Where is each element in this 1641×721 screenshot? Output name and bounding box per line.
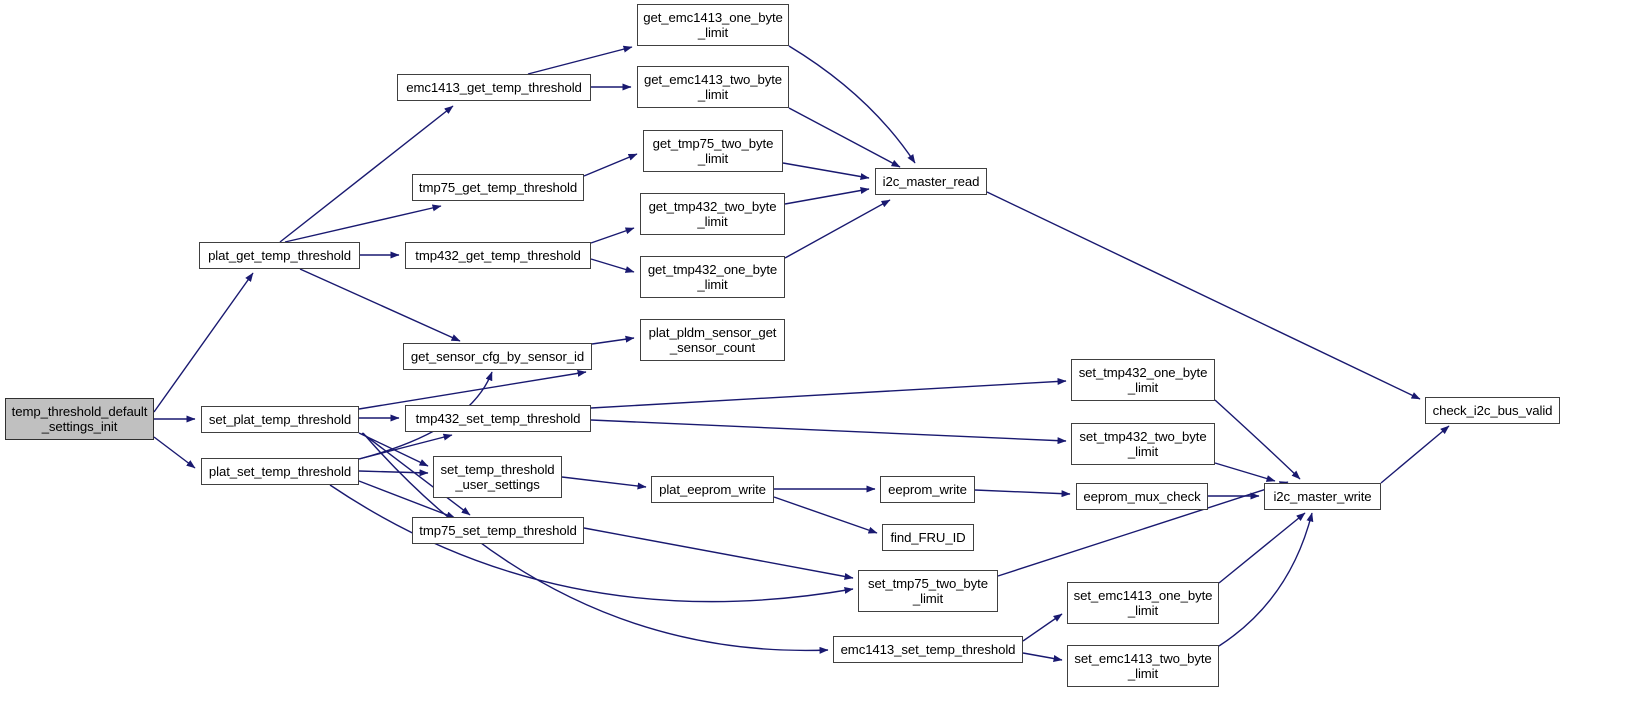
node-get_emc1413_two_byte_limit[interactable]: get_emc1413_two_byte _limit — [637, 66, 789, 108]
node-tmp75_get_temp_threshold[interactable]: tmp75_get_temp_threshold — [412, 174, 584, 201]
edge-emc1413_get_temp_threshold--to--get_emc1413_one_byte_limit — [527, 45, 633, 75]
edge-tmp432_get_temp_threshold--to--get_tmp432_two_byte_limit — [590, 227, 635, 244]
node-plat_get_temp_threshold[interactable]: plat_get_temp_threshold — [199, 242, 360, 269]
node-get_tmp75_two_byte_limit[interactable]: get_tmp75_two_byte _limit — [643, 130, 783, 172]
edge-tmp75_set_temp_threshold--to--set_tmp75_two_byte_limit — [583, 527, 854, 580]
edge-tmp432_get_temp_threshold--to--get_tmp432_one_byte_limit — [590, 258, 635, 273]
node-eeprom_mux_check[interactable]: eeprom_mux_check — [1076, 483, 1208, 510]
node-set_emc1413_two_byte_limit[interactable]: set_emc1413_two_byte _limit — [1067, 645, 1219, 687]
edge-tmp432_set_temp_threshold--to--set_tmp432_one_byte_limit — [590, 377, 1067, 409]
node-get_sensor_cfg_by_sensor_id[interactable]: get_sensor_cfg_by_sensor_id — [403, 343, 592, 370]
edge-set_plat_temp_threshold--to--set_temp_threshold_user_settings — [358, 432, 429, 467]
node-eeprom_write[interactable]: eeprom_write — [880, 476, 975, 503]
edge-temp_threshold_default_settings_init--to--plat_set_temp_threshold — [153, 436, 196, 469]
edge-get_tmp75_two_byte_limit--to--i2c_master_read — [782, 162, 870, 180]
node-i2c_master_write[interactable]: i2c_master_write — [1264, 483, 1381, 510]
node-get_tmp432_one_byte_limit[interactable]: get_tmp432_one_byte _limit — [640, 256, 785, 298]
node-tmp432_set_temp_threshold[interactable]: tmp432_set_temp_threshold — [405, 405, 591, 432]
node-tmp75_set_temp_threshold[interactable]: tmp75_set_temp_threshold — [412, 517, 584, 544]
node-set_tmp432_one_byte_limit[interactable]: set_tmp432_one_byte _limit — [1071, 359, 1215, 401]
edge-set_tmp432_one_byte_limit--to--i2c_master_write — [1214, 399, 1301, 480]
edge-i2c_master_write--to--check_i2c_bus_valid — [1380, 425, 1450, 484]
edge-plat_eeprom_write--to--find_FRU_ID — [773, 496, 878, 534]
edge-set_emc1413_one_byte_limit--to--i2c_master_write — [1218, 512, 1306, 584]
edge-set_plat_temp_threshold--to--get_sensor_cfg_by_sensor_id — [358, 369, 587, 410]
edge-set_temp_threshold_user_settings--to--plat_eeprom_write — [561, 476, 647, 490]
edge-plat_get_temp_threshold--to--tmp75_get_temp_threshold — [284, 204, 442, 243]
node-check_i2c_bus_valid[interactable]: check_i2c_bus_valid — [1425, 397, 1560, 424]
edge-set_tmp432_two_byte_limit--to--i2c_master_write — [1214, 462, 1276, 482]
edge-eeprom_write--to--eeprom_mux_check — [974, 489, 1071, 498]
edge-tmp75_get_temp_threshold--to--get_tmp75_two_byte_limit — [583, 153, 638, 177]
edge-plat_set_temp_threshold--to--set_temp_threshold_user_settings — [358, 469, 429, 477]
node-set_temp_threshold_user_settings[interactable]: set_temp_threshold _user_settings — [433, 456, 562, 498]
edge-get_sensor_cfg_by_sensor_id--to--plat_pldm_sensor_get_sensor_count — [591, 335, 635, 345]
node-get_tmp432_two_byte_limit[interactable]: get_tmp432_two_byte _limit — [640, 193, 785, 235]
edge-set_emc1413_two_byte_limit--to--i2c_master_write — [1218, 512, 1314, 647]
edge-get_tmp432_one_byte_limit--to--i2c_master_read — [784, 199, 891, 259]
node-plat_set_temp_threshold[interactable]: plat_set_temp_threshold — [201, 458, 359, 485]
node-temp_threshold_default_settings_init[interactable]: temp_threshold_default _settings_init — [5, 398, 154, 440]
node-plat_pldm_sensor_get_sensor_count[interactable]: plat_pldm_sensor_get _sensor_count — [640, 319, 785, 361]
edge-temp_threshold_default_settings_init--to--plat_get_temp_threshold — [153, 272, 254, 413]
edges-group — [153, 45, 1450, 662]
node-i2c_master_read[interactable]: i2c_master_read — [875, 168, 987, 195]
node-set_plat_temp_threshold[interactable]: set_plat_temp_threshold — [201, 406, 359, 433]
node-emc1413_get_temp_threshold[interactable]: emc1413_get_temp_threshold — [397, 74, 591, 101]
edge-get_emc1413_one_byte_limit--to--i2c_master_read — [788, 45, 916, 164]
edge-tmp432_set_temp_threshold--to--set_tmp432_two_byte_limit — [590, 419, 1067, 445]
node-set_emc1413_one_byte_limit[interactable]: set_emc1413_one_byte _limit — [1067, 582, 1219, 624]
edge-emc1413_set_temp_threshold--to--set_emc1413_one_byte_limit — [1022, 613, 1063, 642]
edge-get_tmp432_two_byte_limit--to--i2c_master_read — [784, 187, 870, 205]
edge-plat_get_temp_threshold--to--get_sensor_cfg_by_sensor_id — [299, 268, 461, 342]
node-tmp432_get_temp_threshold[interactable]: tmp432_get_temp_threshold — [405, 242, 591, 269]
node-emc1413_set_temp_threshold[interactable]: emc1413_set_temp_threshold — [833, 636, 1023, 663]
node-plat_eeprom_write[interactable]: plat_eeprom_write — [651, 476, 774, 503]
edge-plat_set_temp_threshold--to--set_tmp75_two_byte_limit — [329, 484, 854, 603]
node-find_FRU_ID[interactable]: find_FRU_ID — [882, 524, 974, 551]
node-set_tmp75_two_byte_limit[interactable]: set_tmp75_two_byte _limit — [858, 570, 998, 612]
node-set_tmp432_two_byte_limit[interactable]: set_tmp432_two_byte _limit — [1071, 423, 1215, 465]
node-get_emc1413_one_byte_limit[interactable]: get_emc1413_one_byte _limit — [637, 4, 789, 46]
edge-get_emc1413_two_byte_limit--to--i2c_master_read — [788, 107, 901, 168]
edge-emc1413_set_temp_threshold--to--set_emc1413_two_byte_limit — [1022, 652, 1063, 662]
